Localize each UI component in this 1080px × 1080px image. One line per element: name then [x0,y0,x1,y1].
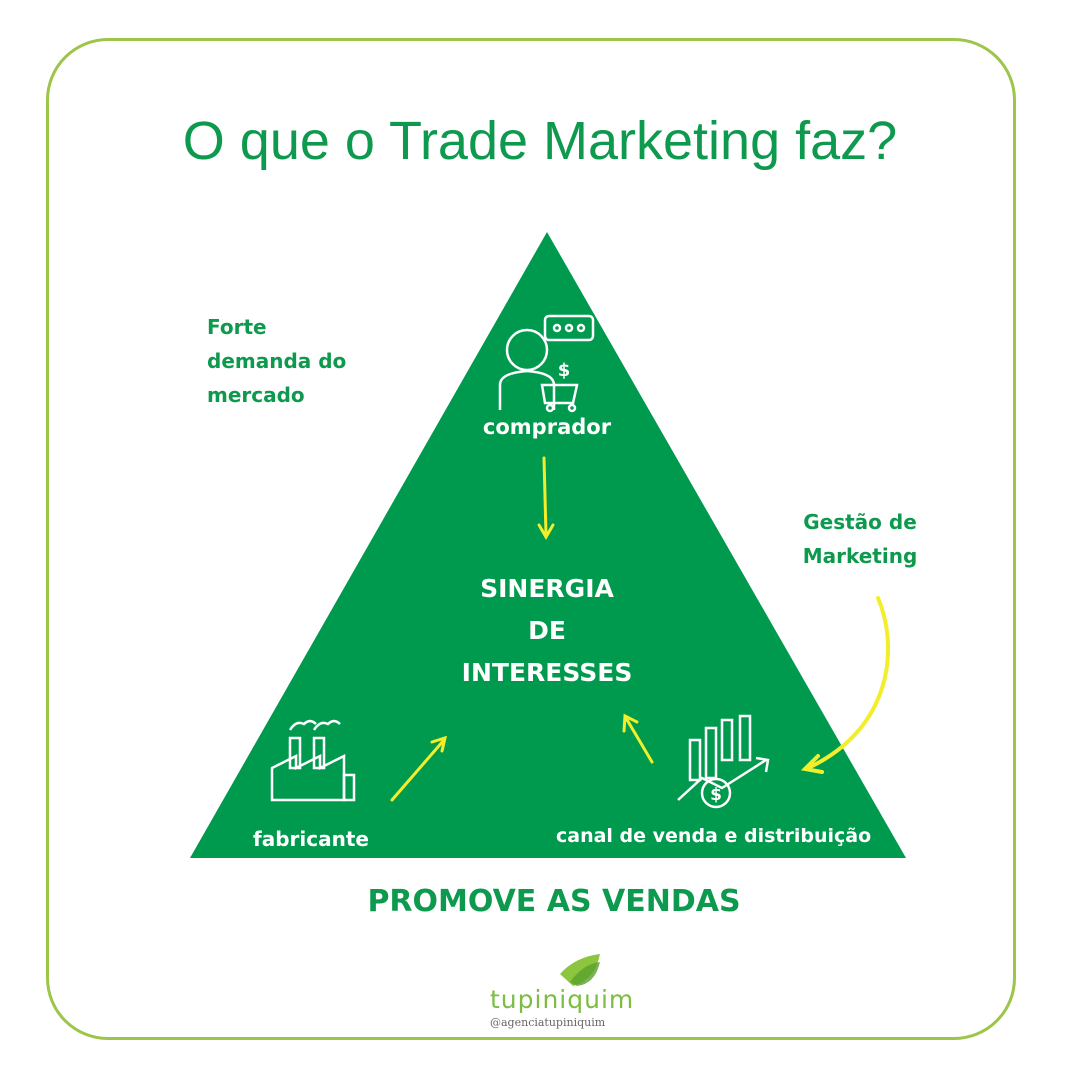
sales-chart-icon [677,714,770,809]
right-note-line: Gestão de [803,510,917,534]
label-fabricante: fabricante [253,827,369,851]
buyer-icon [498,314,595,413]
center-line: DE [528,616,566,645]
center-line: INTERESSES [461,658,633,687]
footer-tagline: PROMOVE AS VENDAS [367,884,741,919]
pyramid-triangle [190,232,906,858]
leaf-logo-icon [560,954,600,986]
right-note: Gestão de Marketing [790,505,930,573]
arrow-curved [800,596,891,774]
label-canal: canal de venda e distribuição [556,825,872,847]
left-note-line: demanda do [207,349,347,373]
left-note-line: mercado [207,383,305,407]
dollar-icon: $ [558,360,571,381]
left-note-line: Forte [207,315,267,339]
arrow-up-right [390,735,448,802]
center-label: SINERGIA DE INTERESSES [397,568,697,694]
center-line: SINERGIA [480,574,614,603]
brand-name: tupiniquim [490,985,635,1014]
left-note: Forte demanda do mercado [207,310,346,412]
factory-icon [270,719,356,802]
right-note-line: Marketing [802,544,918,568]
arrow-up-left [622,713,654,764]
card-frame [46,38,1016,1040]
page-title: O que o Trade Marketing faz? [182,111,898,171]
arrow-down [537,456,555,540]
brand-handle: @agenciatupiniquim [490,1016,606,1029]
coin-icon: $ [710,785,722,805]
label-comprador: comprador [482,415,612,439]
